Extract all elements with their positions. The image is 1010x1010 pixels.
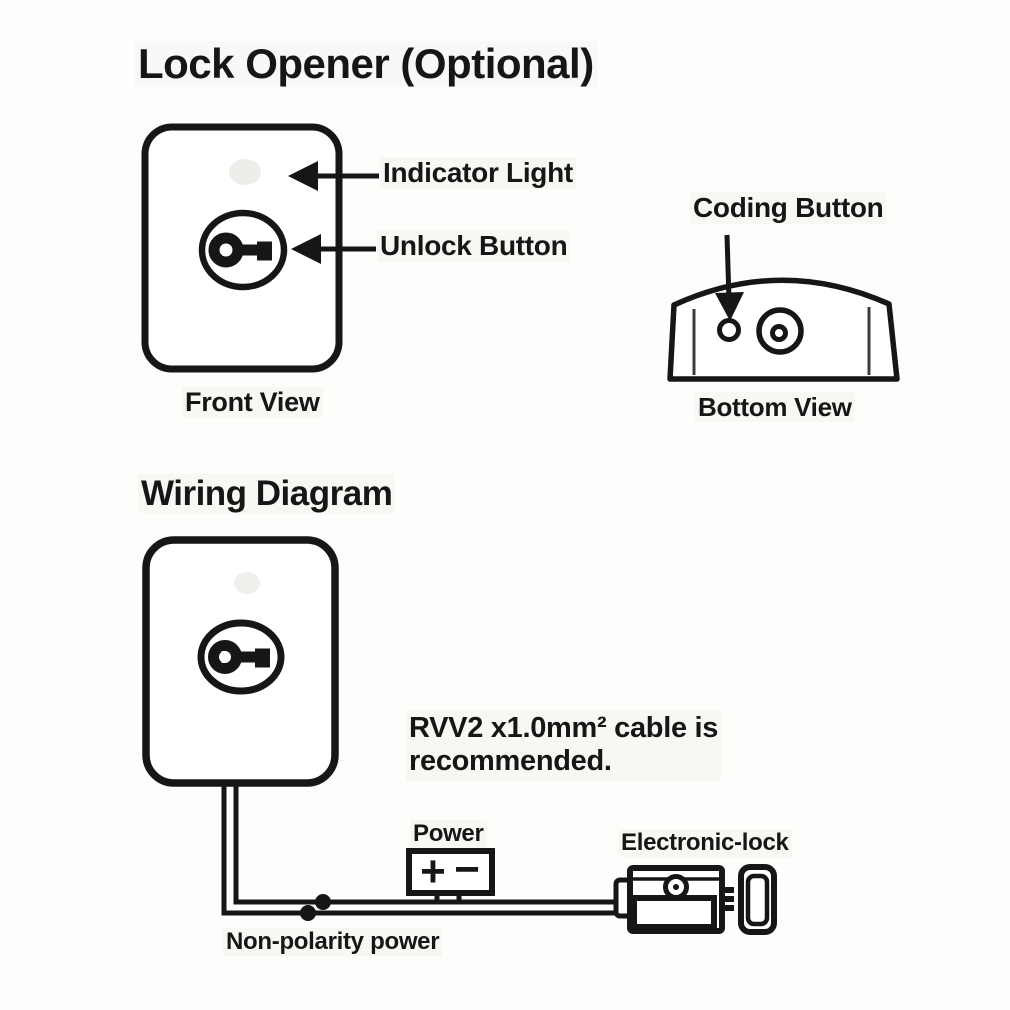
front-view-caption: Front View	[182, 387, 323, 418]
coding-button-label: Coding Button	[690, 192, 887, 224]
lock-bolt-housing	[631, 895, 717, 930]
electronic-lock-drawing	[613, 864, 777, 935]
wiring-device	[142, 536, 339, 787]
power-supply: + −	[406, 845, 495, 896]
lock-screw-center	[673, 884, 679, 890]
unlock-arrow	[291, 234, 376, 264]
junction-dot-lower	[300, 905, 316, 921]
key-icon	[208, 232, 272, 268]
unlock-button-label: Unlock Button	[377, 230, 571, 262]
non-polarity-label: Non-polarity power	[223, 928, 443, 956]
coding-arrow	[715, 234, 744, 321]
electronic-lock-label: Electronic-lock	[618, 829, 792, 857]
speaker-icon	[756, 307, 804, 355]
cable-note-line1: RVV2 x1.0mm² cable is	[409, 712, 719, 744]
page-title: Lock Opener (Optional)	[135, 41, 597, 87]
wiring-heading: Wiring Diagram	[138, 474, 396, 513]
wire-lower	[221, 783, 617, 916]
bottom-view-device	[667, 277, 900, 382]
wires	[221, 783, 617, 921]
lock-teeth-icon	[722, 887, 734, 911]
arrowhead-down-icon	[715, 292, 744, 321]
power-label: Power	[410, 820, 487, 848]
power-box	[406, 848, 495, 896]
junction-dot-upper	[315, 894, 331, 910]
arrowhead-left-icon	[288, 161, 318, 191]
bottom-view-caption: Bottom View	[695, 392, 855, 422]
plus-symbol: +	[420, 847, 446, 896]
indicator-arrow	[288, 161, 379, 191]
cable-note: RVV2 x1.0mm² cable is recommended.	[406, 710, 722, 781]
faint-mark	[234, 572, 260, 594]
indicator-light-label: Indicator Light	[380, 157, 576, 189]
coding-button-icon	[717, 318, 741, 342]
lock-strike-inner	[745, 873, 770, 927]
key-icon	[208, 640, 270, 674]
indicator-light-icon	[229, 159, 261, 185]
wire-upper	[233, 783, 617, 905]
arrowhead-left-icon	[291, 234, 321, 264]
cable-note-line2: recommended.	[409, 745, 612, 778]
minus-symbol: −	[454, 845, 480, 894]
